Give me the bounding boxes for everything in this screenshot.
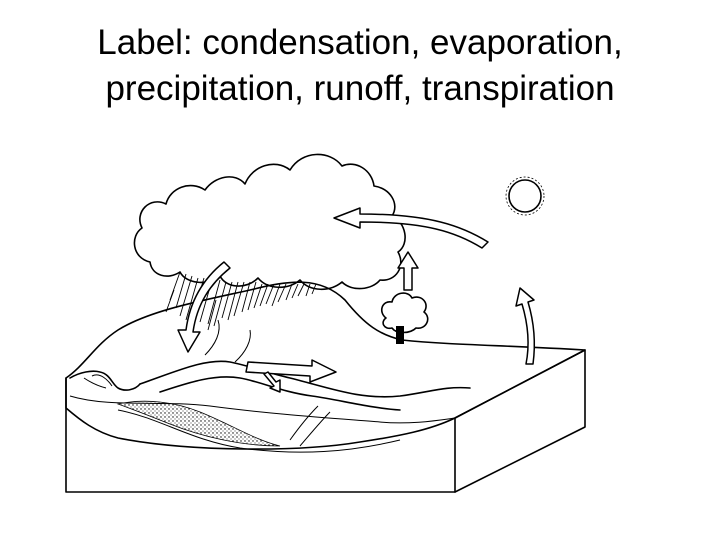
aquifer-layer [118,401,280,446]
condensation-arrow-icon [334,208,488,248]
sun-icon [506,177,544,215]
evaporation-arrow-icon [516,288,534,364]
lake [70,371,140,390]
